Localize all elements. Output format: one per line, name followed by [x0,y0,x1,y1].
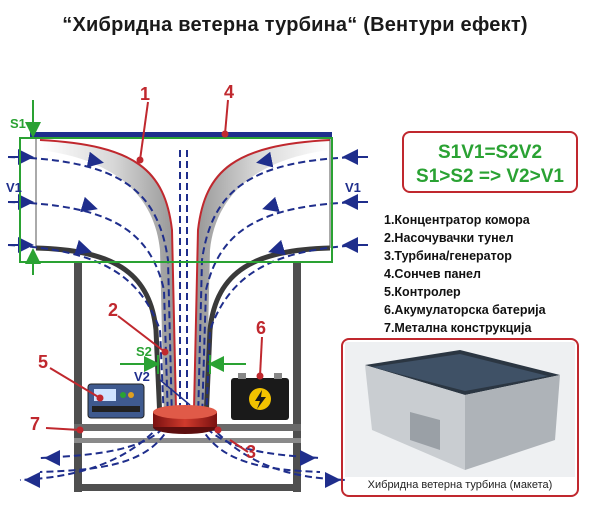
legend: 1.Концентратор комора 2.Насочувачки туне… [384,211,546,337]
legend-item: 3.Турбина/генератор [384,249,512,263]
model-photo [345,342,575,477]
v1-right-label: V1 [345,180,361,195]
callout-number-6: 6 [256,318,267,338]
solar-panel [30,132,332,137]
legend-item: 6.Акумулаторска батерија [384,303,546,317]
callout-number-1: 1 [140,84,151,104]
callout-number-3: 3 [246,442,257,462]
legend-item: 1.Концентратор комора [384,213,530,227]
callout-number-7: 7 [30,414,41,434]
s1-marker [19,100,333,275]
legend-item: 4.Сончев панел [384,267,481,281]
legend-item: 7.Метална конструкција [384,321,532,335]
turbine-generator [153,405,217,434]
callout-number-2: 2 [108,300,119,320]
page-title: “Хибридна ветерна турбина“ (Вентури ефек… [62,14,528,36]
v1-left-label: V1 [6,180,22,195]
callout-number-5: 5 [38,352,49,372]
photo-caption: Хибридна ветерна турбина (макета) [367,479,553,491]
legend-item: 5.Контролер [384,285,461,299]
v2-label: V2 [134,369,150,384]
photo-frame: Хибридна ветерна турбина (макета) [341,338,579,497]
controller [87,383,145,419]
callout-number-4: 4 [224,82,235,102]
s2-label: S2 [136,344,152,359]
legend-item: 2.Насочувачки тунел [384,231,514,245]
equation-box: S1V1=S2V2 S1>S2 => V2>V1 [402,131,578,193]
s2-marker [120,355,246,406]
callout-dots [76,130,264,434]
velocity-inequality: S1>S2 => V2>V1 [416,166,564,187]
battery [231,373,289,420]
concentrator-chamber [35,138,331,421]
s1-label: S1 [10,116,26,131]
callout-lines [45,99,263,453]
continuity-equation: S1V1=S2V2 [437,142,543,163]
